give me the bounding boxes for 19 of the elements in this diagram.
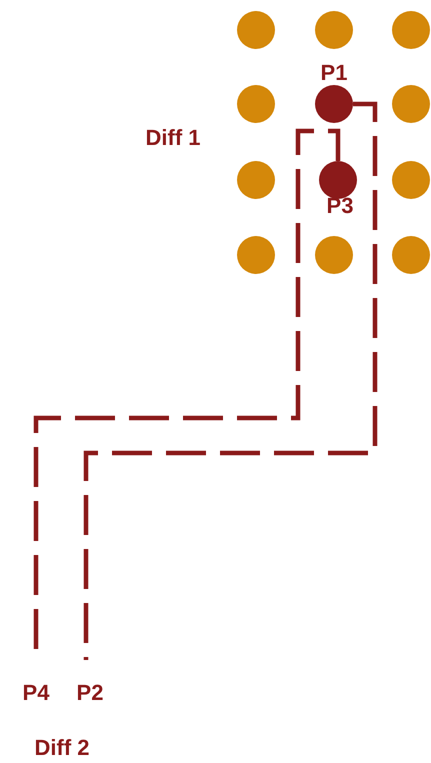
pin-pad [315, 236, 353, 274]
pin-label: P2 [66, 680, 114, 706]
trace-line [84, 102, 378, 660]
pin-pad [237, 11, 275, 49]
pin-pad [319, 161, 357, 199]
pin-label: P3 [326, 196, 354, 216]
group-label: Diff 2 [34, 736, 90, 760]
pin-label: P4 [12, 680, 60, 706]
pin-label: P1 [320, 63, 348, 83]
pin-pad [392, 161, 430, 199]
pin-pad [237, 85, 275, 123]
pin-pad [237, 161, 275, 199]
pin-pad [392, 236, 430, 274]
group-label: Diff 1 [144, 126, 202, 150]
pin-pad [237, 236, 275, 274]
pin-pad [392, 85, 430, 123]
pin-pad [315, 11, 353, 49]
pin-pad [392, 11, 430, 49]
pin-pad [315, 85, 353, 123]
